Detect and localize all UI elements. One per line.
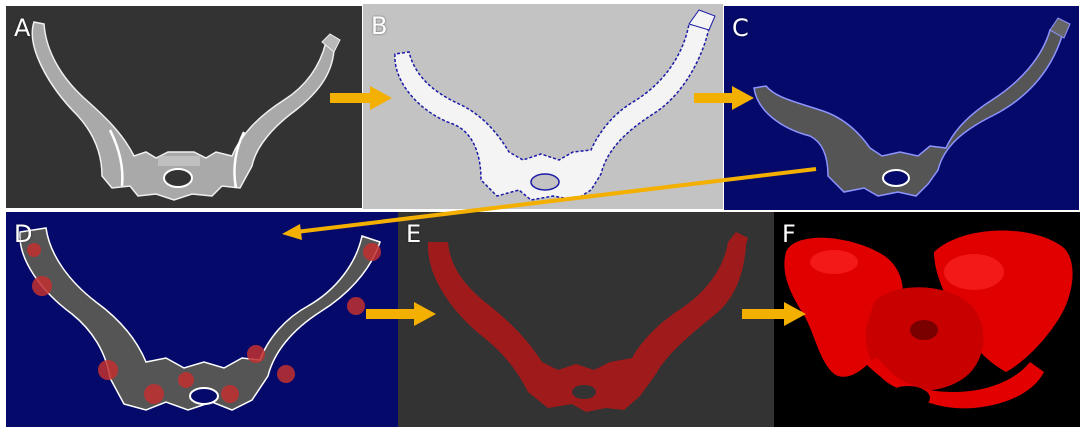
- panel-a-ct-slice: A: [6, 6, 362, 208]
- segmentation-pelvis-image: [724, 6, 1079, 210]
- panel-b-threshold: B: [363, 4, 723, 209]
- panel-label-a: A: [14, 16, 30, 40]
- ct-pelvis-image: [6, 6, 362, 208]
- panel-label-e: E: [406, 222, 421, 246]
- panel-c-segmentation: C: [724, 6, 1079, 210]
- 3d-pelvis-model: [774, 212, 1080, 427]
- panel-label-f: F: [782, 222, 796, 246]
- panel-e-mask: E: [398, 212, 774, 427]
- panel-label-d: D: [14, 222, 32, 246]
- panel-label-c: C: [732, 16, 749, 40]
- seed-pelvis-image: [6, 212, 398, 427]
- panel-f-3d-model: F: [774, 212, 1080, 427]
- panel-label-b: B: [371, 14, 387, 38]
- threshold-pelvis-image: [363, 4, 723, 209]
- panel-d-seed-points: D: [6, 212, 398, 427]
- mask-pelvis-image: [398, 212, 774, 427]
